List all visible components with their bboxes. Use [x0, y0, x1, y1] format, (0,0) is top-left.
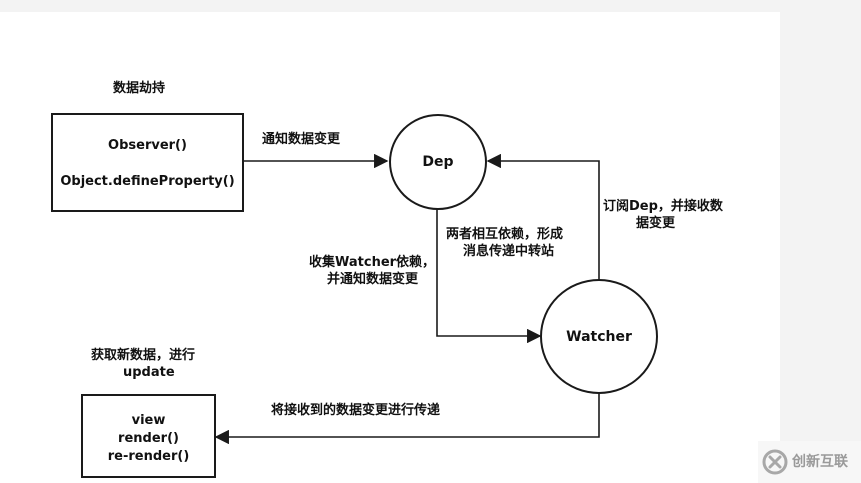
define-property-label: Object.defineProperty() [60, 174, 235, 189]
watcher-node: Watcher [540, 279, 658, 394]
rerender-label: re-render() [107, 449, 190, 464]
render-label: render() [118, 431, 179, 446]
dep-node: Dep [389, 114, 487, 210]
watermark-logo [762, 449, 788, 475]
label-collect-line2: 并通知数据变更 [327, 272, 419, 287]
arrow-watcher-to-view [214, 392, 600, 445]
label-pass-along: 将接收到的数据变更进行传递 [271, 403, 441, 418]
dep-label: Dep [422, 154, 454, 170]
arrow-dep-to-watcher [436, 208, 542, 344]
label-fetch-line1: 获取新数据，进行 [91, 348, 196, 363]
label-subscribe-line2: 据变更 [636, 216, 676, 231]
observer-box: Observer() Object.defineProperty() [51, 113, 244, 212]
watcher-label: Watcher [566, 328, 632, 345]
watermark-text: 创新互联 [792, 454, 848, 470]
label-data-hijack: 数据劫持 [113, 81, 166, 96]
label-fetch-line2: update [123, 365, 175, 380]
arrow-watcher-to-dep [486, 153, 600, 279]
observer-label: Observer() [108, 138, 187, 153]
label-collect-line1: 收集Watcher依赖， [309, 255, 436, 270]
view-label: view [131, 413, 166, 428]
label-mutual-line1: 两者相互依赖，形成 [446, 227, 564, 242]
view-box: view render() re-render() [81, 394, 216, 478]
label-subscribe-line1: 订阅Dep，并接收数 [603, 199, 723, 214]
label-mutual-line2: 消息传递中转站 [463, 244, 555, 259]
watermark: 创新互联 [758, 441, 861, 483]
label-notify-change: 通知数据变更 [262, 132, 341, 147]
